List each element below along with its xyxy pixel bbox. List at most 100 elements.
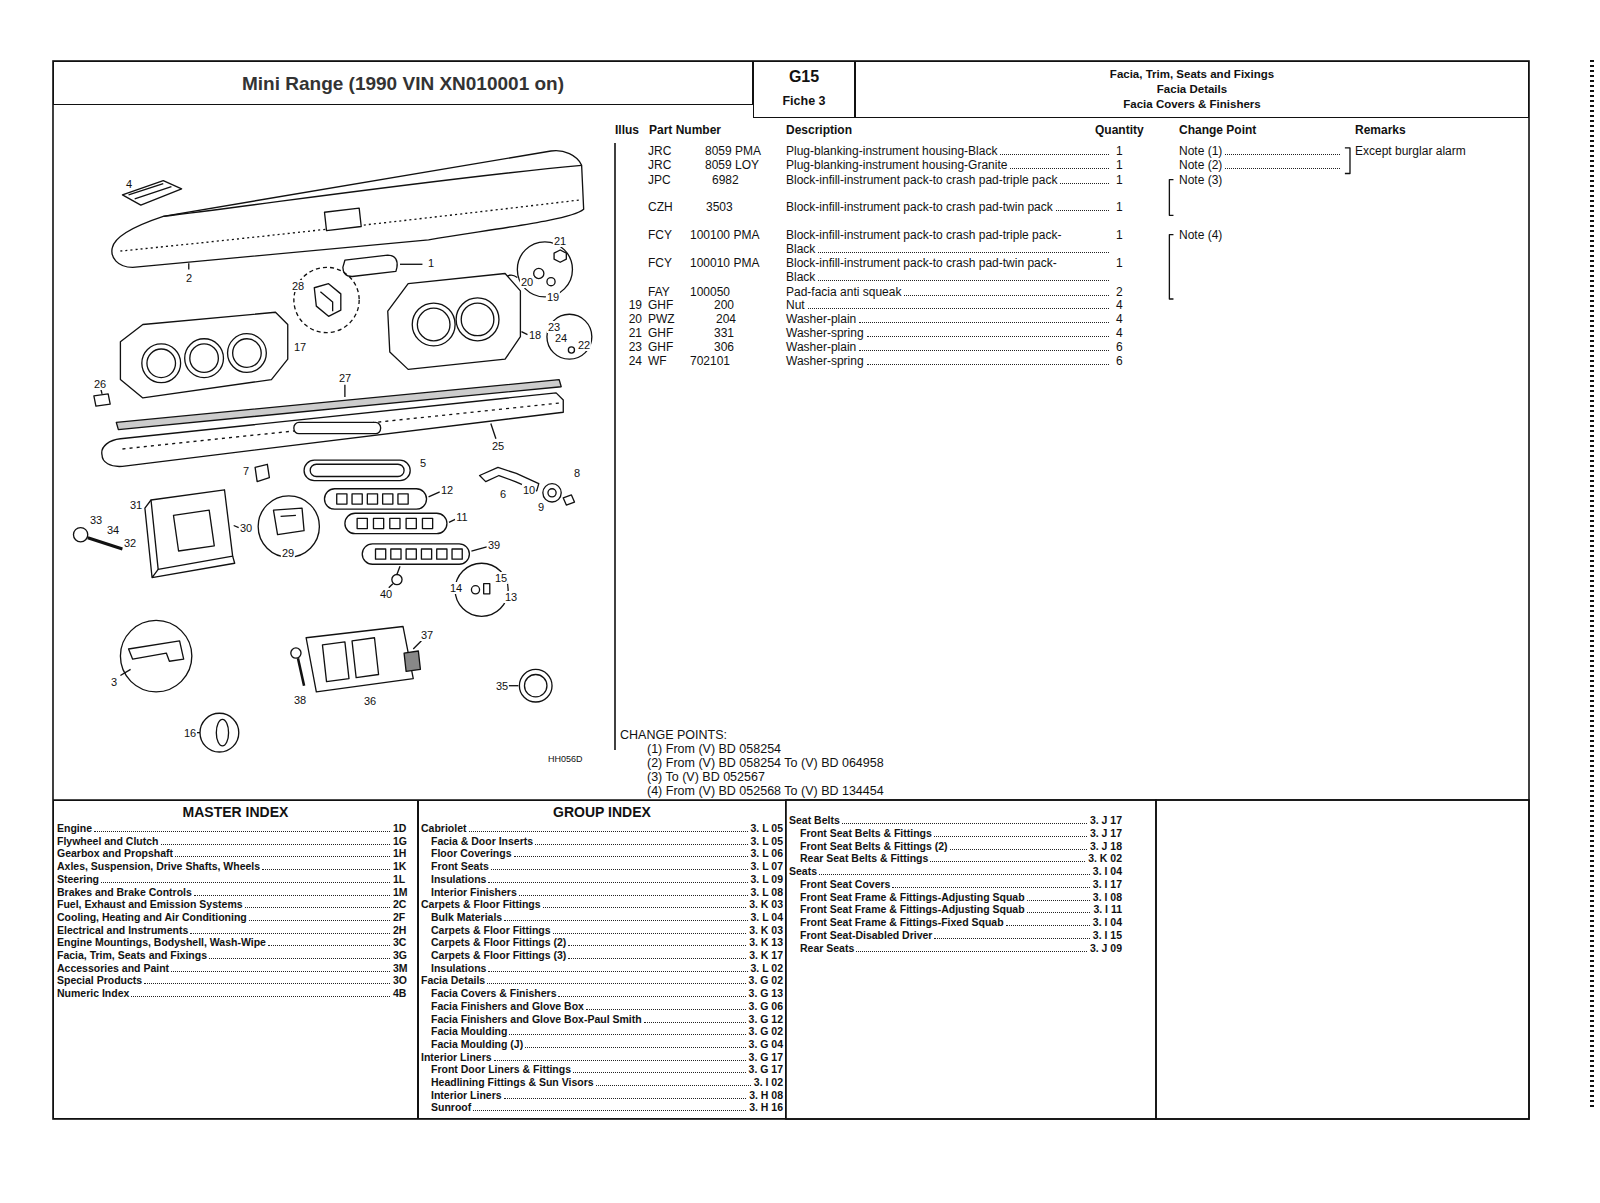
- leader-dots: [249, 920, 390, 921]
- leader-dots: [867, 336, 1109, 337]
- part-description: Block-infill-instrument pack-to crash pa…: [786, 228, 1061, 256]
- callout-number: 21: [553, 235, 567, 247]
- leader-lines-part: [101, 390, 102, 394]
- switch-panel-part: [376, 549, 386, 559]
- twin-instrument-housing: [388, 273, 521, 369]
- part-description: Plug-blanking-instrument housing-Granite: [786, 158, 1007, 172]
- leader-dots: [131, 996, 390, 997]
- leader-dots: [190, 933, 390, 934]
- group-index-entry: Front Seat Belts & Fittings (2): [800, 840, 948, 852]
- washer-circle-part: [568, 347, 574, 353]
- callout-number: 16: [183, 727, 197, 739]
- leader-dots: [525, 1047, 745, 1048]
- master-index-entry: Numeric Index: [57, 987, 129, 999]
- leader-dots: [934, 938, 1089, 939]
- part-prefix: JRC: [648, 158, 671, 172]
- index-code: 3. L 06: [751, 847, 784, 859]
- group-index-entry: Bulk Materials: [431, 911, 502, 923]
- change-point: (2) From (V) BD 058254 To (V) BD 064958: [647, 756, 884, 770]
- callout-number: 15: [494, 572, 508, 584]
- leader-dots: [487, 983, 745, 984]
- index-code: 3. I 17: [1093, 878, 1122, 890]
- leader-dots: [934, 836, 1087, 837]
- leader-dots: [262, 869, 390, 870]
- leader-dots: [867, 364, 1109, 365]
- change-point: (3) To (V) BD 052567: [647, 770, 765, 784]
- callout-number: 8: [573, 467, 581, 479]
- index-code: 2F: [393, 911, 405, 923]
- group-index-entry: Seat Belts: [789, 814, 840, 826]
- crash-pad-part: [120, 200, 579, 251]
- index-code: 3. G 02: [749, 1025, 783, 1037]
- part-prefix: GHF: [648, 326, 673, 340]
- knob-part: [397, 566, 400, 574]
- callout-number: 12: [440, 484, 454, 496]
- callout-number: 9: [537, 501, 545, 513]
- leader-dots: [558, 996, 745, 997]
- leader-dots: [209, 958, 390, 959]
- frame-lines-part: [1156, 800, 1529, 1119]
- index-code: 1G: [393, 835, 407, 847]
- detail-circle-part: [314, 284, 341, 317]
- callout-number: 31: [129, 499, 143, 511]
- bezel-part: [310, 464, 404, 476]
- description-cell: Washer-spring: [786, 326, 1082, 340]
- grommet-part: [519, 669, 552, 702]
- leader-dots: [1000, 154, 1109, 155]
- leader-lines-part: [197, 732, 200, 733]
- bracket-part: [548, 489, 556, 497]
- callout-number: 11: [455, 511, 468, 523]
- index-code: 3. I 04: [1093, 865, 1122, 877]
- master-index-entry: Electrical and Instruments: [57, 924, 188, 936]
- leader-dots: [519, 895, 748, 896]
- leader-dots: [819, 874, 1090, 875]
- master-index-entry: Steering: [57, 873, 99, 885]
- leader-dots: [1027, 912, 1091, 913]
- description-cell: Washer-plain: [786, 312, 1082, 326]
- part-prefix: JPC: [648, 173, 671, 187]
- note-brackets-part: [1345, 148, 1350, 174]
- index-code: 3. L 08: [751, 886, 784, 898]
- callout-number: 19: [546, 291, 560, 303]
- quantity: 2: [1116, 285, 1123, 299]
- remark: Except burglar alarm: [1355, 144, 1466, 158]
- part-number: 200: [714, 298, 734, 312]
- column-header: Illus: [615, 123, 639, 137]
- part-number: 100100 PMA: [690, 228, 759, 242]
- leader-lines-part: [429, 492, 440, 497]
- node-subtext: Facia Covers & Finishers: [856, 97, 1528, 112]
- quantity: 1: [1116, 200, 1123, 214]
- bezel-part: [304, 460, 410, 480]
- fixings-circle-part: [534, 268, 544, 278]
- triple-instrument-housing-part: [190, 344, 219, 373]
- index-code: 3. K 13: [749, 936, 783, 948]
- part-number: 331: [714, 326, 734, 340]
- leader-dots: [268, 945, 390, 946]
- leader-dots: [504, 920, 747, 921]
- ring-part: [200, 713, 239, 752]
- index-code: 3. G 13: [749, 987, 783, 999]
- group-index-entry: Interior Liners: [431, 1089, 502, 1101]
- group-index-entry: Facia Details: [421, 974, 485, 986]
- switch-housing-part: [298, 658, 304, 686]
- part-prefix: FCY: [648, 228, 672, 242]
- description-cell: Block-infill-instrument pack-to crash pa…: [786, 200, 1082, 214]
- leader-dots: [171, 971, 390, 972]
- callout-number: 1: [427, 257, 435, 269]
- leader-lines-part: [413, 641, 421, 649]
- callout-number: 23: [629, 340, 642, 354]
- index-code: 3. H 08: [749, 1089, 783, 1101]
- node-heading: Facia, Trim, Seats and Fixings: [856, 62, 1528, 82]
- change-point-heading: CHANGE POINTS:: [620, 728, 727, 742]
- node-heading: G15: [754, 62, 854, 86]
- leader-dots: [859, 350, 1109, 351]
- trim-strip-part: [129, 184, 172, 199]
- leader-lines: [101, 263, 528, 732]
- group-index-entry: Facia & Door Inserts: [431, 835, 533, 847]
- part-description: Nut: [786, 298, 805, 312]
- group-index-entry: Carpets & Floor Fittings (3): [431, 949, 566, 961]
- crash-pad-part: [163, 165, 581, 216]
- leader-lines-part: [491, 423, 496, 438]
- leader-dots: [488, 882, 747, 883]
- master-index-entry: Flywheel and Clutch: [57, 835, 159, 847]
